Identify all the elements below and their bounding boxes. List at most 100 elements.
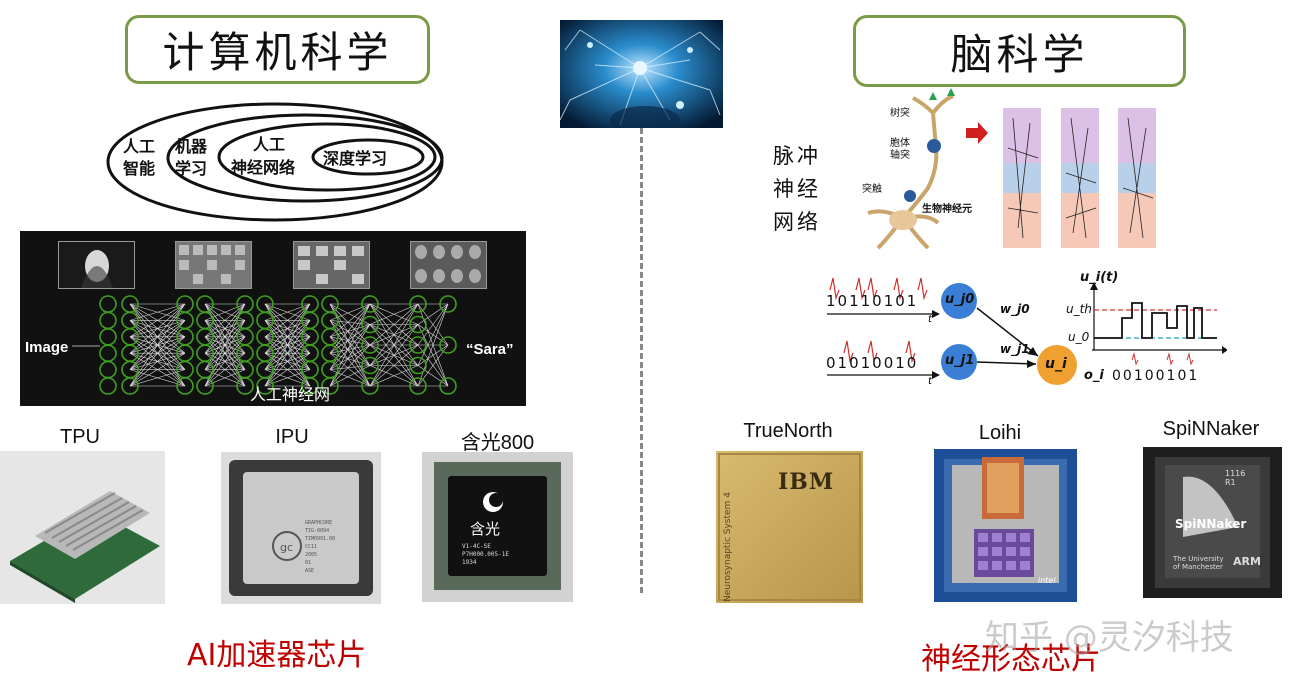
brain-network-image-art [560,20,723,128]
ann-edge [329,324,371,370]
truenorth-chip-image: IBM Neurosynaptic System 4 [716,451,863,603]
ann-edge [329,336,371,346]
bio-neuron-label: 生物神经元 [922,204,972,215]
ann-node [409,315,427,334]
ann-node [301,377,319,395]
ann-node [439,295,457,313]
neuromorphic-chips-title: 神经形态芯片 [921,642,1101,677]
ann-edge [204,303,246,354]
ann-node [321,377,339,395]
spike-train-2-bits: 01010010 [826,354,919,372]
dendrite-label: 树突 [890,108,910,119]
ann-node [196,377,214,395]
ann-node [409,356,427,375]
truenorth-chip-art [716,451,863,603]
ann-edge [204,303,246,321]
loihi-chip-art [934,449,1077,602]
brain-science-title-text: 脑科学 [950,29,1089,79]
ann-node [99,360,117,379]
ann-node [361,336,379,354]
svg-text:01: 01 [305,560,311,566]
venn-dl-ellipse [311,138,425,176]
ann-node [361,377,379,395]
svg-text:ASE: ASE [305,568,314,574]
ibm-logo: IBM [778,469,835,495]
bio-neuron-art [867,88,1156,250]
ann-edge [417,365,449,387]
threshold-label: u_th [1066,302,1092,316]
ann-edge [129,303,186,354]
ann-edge [329,324,371,387]
svg-text:1934: 1934 [462,559,477,566]
ann-edge [129,369,186,387]
ann-edge [369,303,419,387]
svg-text:CC11: CC11 [305,544,317,550]
ann-edge [417,303,449,325]
rest-label: u_0 [1068,330,1090,344]
ann-edge [264,352,311,387]
venn-ml-ellipse [166,113,444,203]
axon-label: 轴突 [890,150,910,161]
feature-thumbnail-3-art [411,242,486,288]
ann-node [409,295,427,313]
ann-edge [129,303,186,370]
snn-label: 脉冲 神经 网络 [773,140,821,239]
spinnaker-logo: SpiNNaker [1175,517,1247,531]
hanguang-label: 含光800 [460,432,535,454]
ann-panel: Image “Sara” 人工神经网 [20,231,526,406]
ann-node [99,295,117,313]
ann-edge [129,303,186,338]
feature-thumbnail-1-art [176,242,251,288]
ann-edge [129,320,186,387]
spinnaker-chip-image: 1116 R1 SpiNNaker The University of Manc… [1143,447,1282,598]
ann-layers [72,295,457,395]
ann-edge [204,336,246,387]
svg-text:TIG-0094: TIG-0094 [305,528,329,534]
snn-label-line-3: 网络 [773,210,821,234]
truenorth-label: TrueNorth [743,420,833,442]
venn-ml-label-1: 机器 [175,137,208,156]
soma-label: 胞体 [890,138,910,149]
spinnaker-code: 1116 R1 [1225,469,1246,487]
svg-text:2005: 2005 [305,552,317,558]
ann-caption: 人工神经网 [250,385,331,404]
ann-edge [329,303,371,366]
spike-train-1-bits: 10110101 [826,292,919,310]
output-bits: 00100101 [1112,368,1200,384]
ann-edge [329,324,371,338]
ann-node [361,356,379,375]
ann-node [99,328,117,346]
feature-thumbnail-3 [410,241,487,289]
ann-edge [264,320,311,387]
tpu-label: TPU [60,426,100,448]
tpu-chip-art [0,451,165,604]
ann-edge [264,303,311,338]
manchester-text: The University of Manchester [1173,555,1224,571]
time-label-1: t [928,314,933,325]
ann-edge [329,352,371,366]
ann-edge [204,369,246,387]
ann-output-label: “Sara” [466,341,514,358]
ann-edge [329,303,371,346]
ann-edge [417,303,449,366]
spiking-neuron-model: t t 10110101 01010010 u_j0 u_j1 u_i w_j0… [822,268,1228,390]
truenorth-side-text: Neurosynaptic System 4 [723,492,733,602]
spiking-model-art: t t [827,277,1228,387]
weight-j1: w_j1 [1000,342,1030,356]
time-label-2: t [928,376,933,387]
feature-thumbnail-2 [293,241,370,289]
ipu-label: IPU [275,426,309,448]
ann-edge [329,303,371,354]
ann-edge [329,344,371,387]
venn-dl-label: 深度学习 [323,149,387,168]
ann-edge [329,344,371,354]
node-i: u_i [1045,356,1067,372]
ann-edge [417,344,449,366]
output-label: o_i [1084,368,1104,383]
ann-edge [369,303,419,366]
synapse-label: 突触 [862,184,882,195]
arm-logo: ARM [1233,555,1261,568]
ann-input-label: Image [25,339,69,356]
venn-ai-label-1: 人工 [123,137,155,156]
